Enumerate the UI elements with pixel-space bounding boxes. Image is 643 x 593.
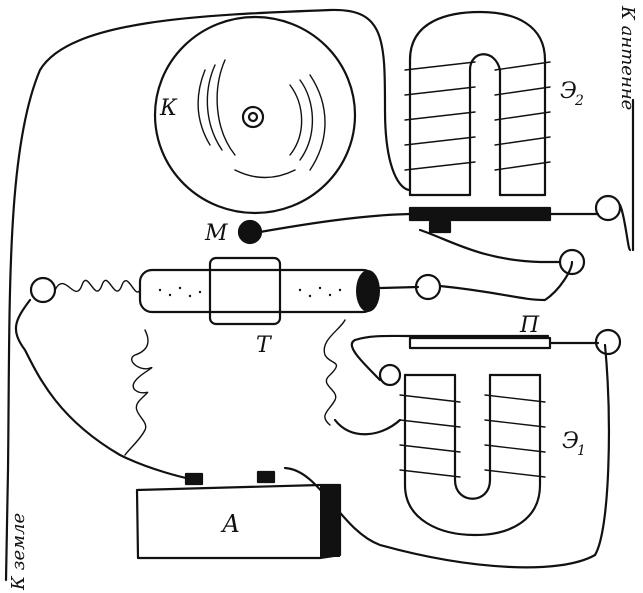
label-magnet-top-sub: 2 bbox=[574, 93, 584, 109]
filings bbox=[158, 286, 342, 298]
coherer-tube bbox=[54, 256, 380, 326]
electromagnet-bottom bbox=[399, 373, 546, 537]
battery bbox=[135, 470, 342, 560]
contact-rod bbox=[408, 336, 600, 350]
terminal-antenna bbox=[594, 194, 622, 222]
terminals bbox=[29, 194, 622, 387]
terminal-ground bbox=[29, 276, 57, 304]
bell bbox=[153, 15, 357, 215]
wires bbox=[4, 8, 635, 582]
label-magnet-bottom: Э bbox=[562, 429, 579, 454]
label-ground: К земле bbox=[8, 513, 29, 591]
label-tube: Т bbox=[256, 333, 273, 358]
labels: К Э 2 М Т П Э 1 А К антенне К земле bbox=[8, 5, 638, 591]
terminal-right-upper bbox=[558, 248, 586, 276]
label-mallet: М bbox=[204, 221, 228, 246]
label-battery: А bbox=[220, 510, 240, 538]
springs bbox=[124, 319, 346, 456]
label-antenna: К антенне bbox=[617, 5, 638, 110]
terminal-tube-right bbox=[414, 273, 442, 301]
terminal-right-lower bbox=[594, 328, 622, 356]
label-magnet-top: Э bbox=[560, 79, 577, 104]
electromagnet-top bbox=[404, 10, 551, 197]
terminal-contact bbox=[378, 363, 402, 387]
hammer bbox=[237, 206, 600, 245]
label-bell: К bbox=[159, 96, 178, 121]
label-magnet-bottom-sub: 1 bbox=[577, 443, 586, 459]
label-contact: П bbox=[519, 313, 540, 338]
